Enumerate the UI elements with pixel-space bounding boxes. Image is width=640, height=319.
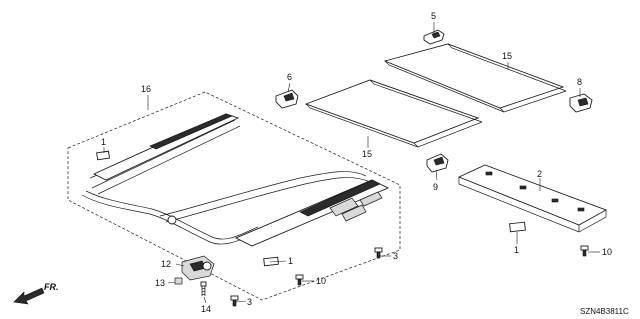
callout-1-left: 1: [101, 137, 106, 147]
clip-13: [174, 277, 183, 285]
callout-10-right: 10: [602, 247, 612, 257]
callout-3-right: 3: [393, 251, 398, 261]
sunroof-frame-assembly: [67, 91, 401, 301]
sunroof-motor: [181, 255, 215, 281]
rear-bracket-body: [457, 164, 608, 226]
front-direction-arrow: FR.: [13, 282, 59, 305]
callout-10-center: 10: [316, 276, 326, 286]
leader-lines: [103, 22, 600, 304]
seal-pad-left: [96, 150, 111, 161]
callout-13: 13: [155, 278, 165, 288]
frame-channel: [89, 119, 241, 195]
callout-12: 12: [161, 259, 171, 269]
cable-pulley: [167, 215, 177, 225]
front-arrow-icon: [13, 287, 45, 305]
bolt-3-right: [374, 247, 383, 259]
callouts: 1 1 1 2 3 3 5 6 8 9 10 10 12 13 14 15 15…: [101, 11, 612, 314]
callout-2: 2: [537, 169, 542, 179]
rear-bracket-lip: [458, 177, 607, 233]
diagram-code: SZN4B3811C: [580, 307, 629, 316]
seal-pad-right: [509, 221, 526, 233]
rear-bracket: [457, 164, 608, 233]
bracket-6: [275, 89, 299, 109]
sunshade-lower-body: [304, 79, 480, 144]
front-label: FR.: [44, 282, 59, 292]
callout-15-lower: 15: [362, 149, 372, 159]
callout-1-right: 1: [514, 245, 519, 255]
callout-14: 14: [201, 304, 211, 314]
callout-5: 5: [431, 11, 436, 21]
rail-block-b: [341, 204, 367, 222]
seal-pad-bottom: [263, 256, 279, 267]
callout-3-bottom: 3: [247, 297, 252, 307]
sunshade-upper: [383, 43, 567, 113]
callout-6: 6: [287, 72, 292, 82]
rail-block-a: [329, 197, 359, 217]
rail-block-c: [359, 191, 383, 207]
sunshade-lower-bar: [305, 103, 419, 148]
callout-1-bottom: 1: [288, 256, 293, 266]
sunshade-lower: [304, 79, 483, 148]
bolt-10-right: [580, 245, 589, 257]
bolt-10-center: [295, 274, 304, 286]
sunshade-upper-bar: [384, 60, 505, 113]
callout-16: 16: [141, 84, 151, 94]
bracket-9: [426, 153, 449, 173]
screw-14: [200, 281, 207, 296]
center-cable-2: [165, 177, 371, 223]
bracket-5: [423, 29, 445, 45]
bracket-8: [569, 93, 593, 113]
sunshade-upper-body: [383, 43, 565, 109]
right-rail-track: [299, 179, 381, 217]
center-cable: [159, 171, 367, 217]
left-rail-track: [149, 113, 233, 150]
callout-15-upper: 15: [502, 51, 512, 61]
callout-9: 9: [433, 182, 438, 192]
frame-drain-curve-inner: [85, 190, 259, 240]
left-rail: [92, 113, 240, 181]
bolt-3-bottom: [230, 295, 239, 307]
callout-8: 8: [577, 77, 582, 87]
